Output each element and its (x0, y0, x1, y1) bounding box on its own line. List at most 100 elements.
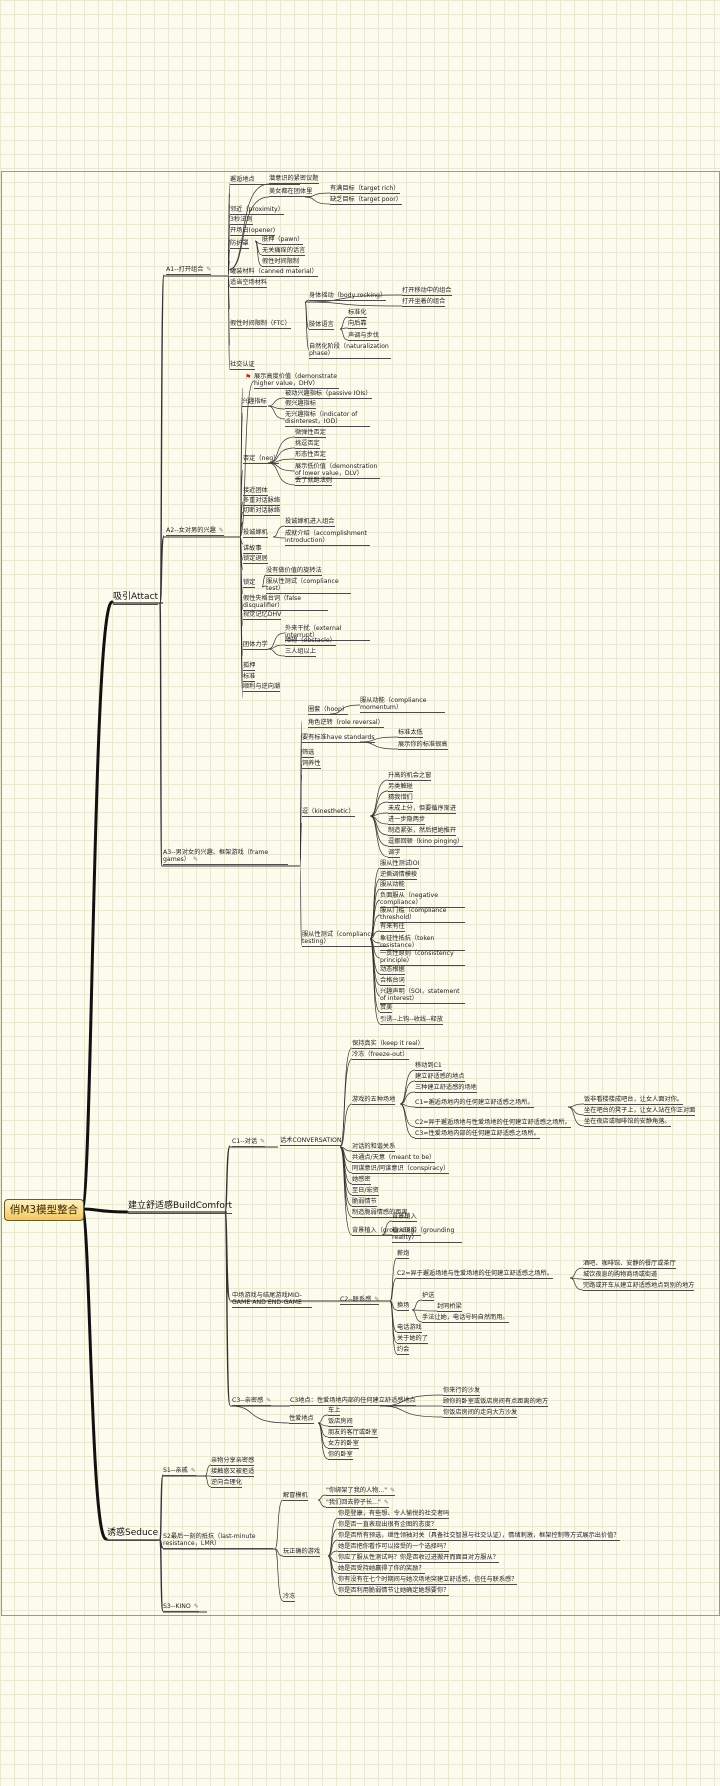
a3-item[interactable]: 动态根据 (380, 966, 405, 975)
a1-item[interactable]: 缺乏目标（target poor） (330, 196, 402, 205)
s2-item[interactable]: 你是否所有预选，继性领袖对关（具备社交智慧与社交认证），情绪刺激，框架控制等方式… (338, 1532, 620, 1541)
a3-item[interactable]: 服从动能（compliance momentum） (360, 697, 445, 713)
note-icon[interactable]: ✎ (374, 1296, 380, 1303)
s2-item[interactable]: "你绑架了我的人物..."✎ (326, 1487, 396, 1496)
a2-item[interactable]: 讲故事 (243, 545, 262, 554)
a1-item[interactable]: 有满目标（target rich） (330, 185, 400, 194)
c1-item[interactable]: 三种建立舒适感的场地 (415, 1084, 477, 1093)
a2-item[interactable]: 服从性测试（compliance test） (266, 578, 351, 594)
a2-item[interactable]: 团体力学 (243, 641, 268, 650)
a1-item[interactable]: 邻近（proximity） (230, 206, 284, 215)
a3-item[interactable]: 服从性测试IOI (380, 860, 420, 869)
c3-item[interactable]: 朋友的客厅或卧室 (328, 1429, 378, 1438)
c1-item[interactable]: 饭非看楼楼成吧台，让女人面对你。 (584, 1096, 683, 1105)
a1-item[interactable]: 打开移动中的组合 (402, 287, 452, 296)
a3-item[interactable]: 进一步隐两步 (388, 816, 426, 825)
a1-item[interactable]: 肢体语言 (309, 321, 334, 330)
a3-item[interactable]: 饲养性 (302, 760, 321, 769)
a1-item[interactable]: 开场白(opener) (230, 227, 276, 236)
a3-item[interactable]: 逗（kinesthetic） (302, 808, 355, 817)
c2-item[interactable]: C2=异于邂逅场地与性爱场地的任何建立舒适感之场所。 (397, 1270, 553, 1279)
a1-item[interactable]: 邂逅地点 (230, 176, 300, 185)
a3-item[interactable]: 引诱--上钩--收线--释放 (380, 1016, 443, 1025)
a1-item[interactable]: 无关痛痒的话言 (262, 247, 306, 256)
c1-item[interactable]: 共通点/天意（meant to be） (352, 1154, 436, 1163)
root-node[interactable]: 俏M3模型整合 (4, 1199, 84, 1221)
c1-item[interactable]: C3=性爱场地内部的任何建立舒适感之场所。 (415, 1130, 540, 1139)
c3-item[interactable]: 顾你的卧室或饭店房间有点距离的地方 (443, 1398, 549, 1407)
c2-item[interactable]: 电话游戏 (397, 1324, 422, 1333)
a3-item[interactable]: 服从性测试（compliance testing） (302, 931, 387, 947)
a3-item[interactable]: 逗挪回顿（kino pinging） (388, 838, 464, 847)
c1-item[interactable]: 她感密 (352, 1176, 371, 1185)
a3-item[interactable]: 合格台词 (380, 977, 405, 986)
a3-item[interactable]: 兴趣声明（SOI，statement of interest） (380, 988, 465, 1004)
a3-node[interactable]: A3--男对女的兴趣、框架游戏（frame games）✎ (163, 849, 288, 865)
a2-item[interactable]: 锁定 (243, 579, 256, 588)
a3-item[interactable]: 筛选 (302, 749, 315, 758)
c2-item[interactable]: 封同桥梁 (437, 1303, 462, 1312)
a3-item[interactable]: 象征性抵抗（token resistance） (380, 935, 465, 951)
a3-item[interactable]: 圈套（hoop） (308, 706, 349, 715)
a1-item[interactable]: 罐装材料（canned material） (230, 268, 318, 277)
c1-item[interactable]: 冷冻（freeze-out） (352, 1051, 409, 1060)
a1-item[interactable]: 自然化阶段（naturalization phase） (309, 343, 391, 359)
c1-item[interactable]: 同谋意识/同谋意识（conspiracy） (352, 1165, 450, 1174)
a3-item[interactable]: 升高的机会之窗 (388, 772, 432, 781)
a3-item[interactable]: 调学 (388, 849, 401, 858)
a1-item[interactable]: 美女都在团体里 (269, 188, 313, 197)
c3-item[interactable]: 饭店房间 (328, 1418, 353, 1427)
c1-item[interactable]: 坐在夜店或咖啡馆的安静角落。 (584, 1118, 671, 1127)
a2-item[interactable]: 展示高度价值（demonstrate higher value，DHV） (254, 373, 339, 389)
note-icon[interactable]: ✎ (390, 1487, 396, 1494)
a1-node[interactable]: A1--打开组合✎ (166, 266, 212, 275)
a3-item[interactable]: 标准太低 (398, 729, 423, 738)
note-icon[interactable]: ✎ (383, 1499, 389, 1506)
c1-item[interactable]: 背景植入（grounding） (352, 1227, 421, 1236)
a3-item[interactable]: 未成上分，但要循序渐进 (388, 805, 457, 814)
note-icon[interactable]: ✎ (192, 856, 198, 864)
c1-item[interactable]: 制造脆弱情感的距离 (352, 1209, 408, 1218)
c2-item[interactable]: 关于她的了 (397, 1335, 428, 1344)
a2-item[interactable]: 假性失格台词（false disqualifier） (243, 595, 328, 611)
c2-item[interactable]: 城饮夜息的购物商场或街道 (583, 1271, 658, 1280)
c3-item[interactable]: 你的卧室 (328, 1451, 353, 1460)
c2-item[interactable]: 完路或开车从建立舒适感地点到别的地方 (583, 1282, 695, 1291)
a2-item[interactable]: 展示低价值（demonstration of lower value，DLV） (295, 463, 380, 479)
s2-item[interactable]: 她是否把你看作可以接受的一个选择吗？ (338, 1543, 450, 1552)
a1-item[interactable]: 假性时间限制（FTC） (230, 320, 291, 329)
a2-item[interactable]: 孤押 (243, 662, 256, 671)
c1-item[interactable]: 建立舒适感的地点 (415, 1073, 465, 1082)
c1-item[interactable]: 坐在吧台的凳子上，让女人站在你正对面 (584, 1107, 696, 1116)
c1-item[interactable]: 移动到C1 (415, 1062, 442, 1071)
c3-item[interactable]: 你饭店房间的走向大方沙发 (443, 1409, 518, 1418)
note-icon[interactable]: ✎ (266, 1397, 272, 1404)
a2-item[interactable]: 成就介绍（accomplishment introduction） (285, 530, 370, 546)
a3-item[interactable]: 另类触碰 (388, 783, 413, 792)
a3-item[interactable]: 服从动能 (380, 881, 405, 890)
c1-item[interactable]: 游戏的五种场地 (352, 1096, 396, 1105)
a1-item[interactable]: 社交认证 (230, 361, 255, 370)
note-icon[interactable]: ✎ (218, 527, 224, 534)
a2-item[interactable]: 没有做价值的旋转法 (266, 567, 322, 576)
a1-item[interactable]: 适当空场材料 (230, 279, 268, 288)
a2-item[interactable]: 障碍（obstacle） (285, 637, 336, 646)
c1-item[interactable]: 脆弱情节 (352, 1198, 377, 1207)
a3-item[interactable]: 逆撕调情模棱 (380, 871, 418, 880)
c1-item[interactable]: 背景植入 (392, 1213, 417, 1222)
s2-item[interactable]: "我们回去脖子长..."✎ (326, 1499, 389, 1508)
c1-item[interactable]: C2=异于邂逅场地与性爱场地的任何建立舒适感之场所。 (415, 1119, 571, 1128)
a2-item[interactable]: 挑逗否定 (295, 440, 320, 449)
note-icon[interactable]: ✎ (193, 1603, 199, 1610)
a1-item[interactable]: 防护罩 (230, 240, 249, 249)
s2-node[interactable]: S2最后一刻的抵抗（last-minute resistance，LMR） (163, 1533, 273, 1549)
a1-item[interactable]: 声调与步伐 (348, 332, 379, 341)
a2-item[interactable]: 无兴趣指标（indicator of disinterest，IOD） (285, 411, 370, 427)
s2-item[interactable]: 玩正确的游戏 (283, 1548, 321, 1557)
a2-item[interactable]: 兴趣指标 (242, 398, 267, 407)
c2-item[interactable]: 约会 (397, 1346, 410, 1355)
a2-item[interactable]: 被动兴趣指标（passive IOIs） (285, 390, 372, 399)
c1-item[interactable]: 至日/宏资 (352, 1187, 379, 1196)
c3-item[interactable]: 性爱地点 (289, 1415, 314, 1424)
a1-item[interactable]: 假性时间限制 (262, 258, 300, 267)
